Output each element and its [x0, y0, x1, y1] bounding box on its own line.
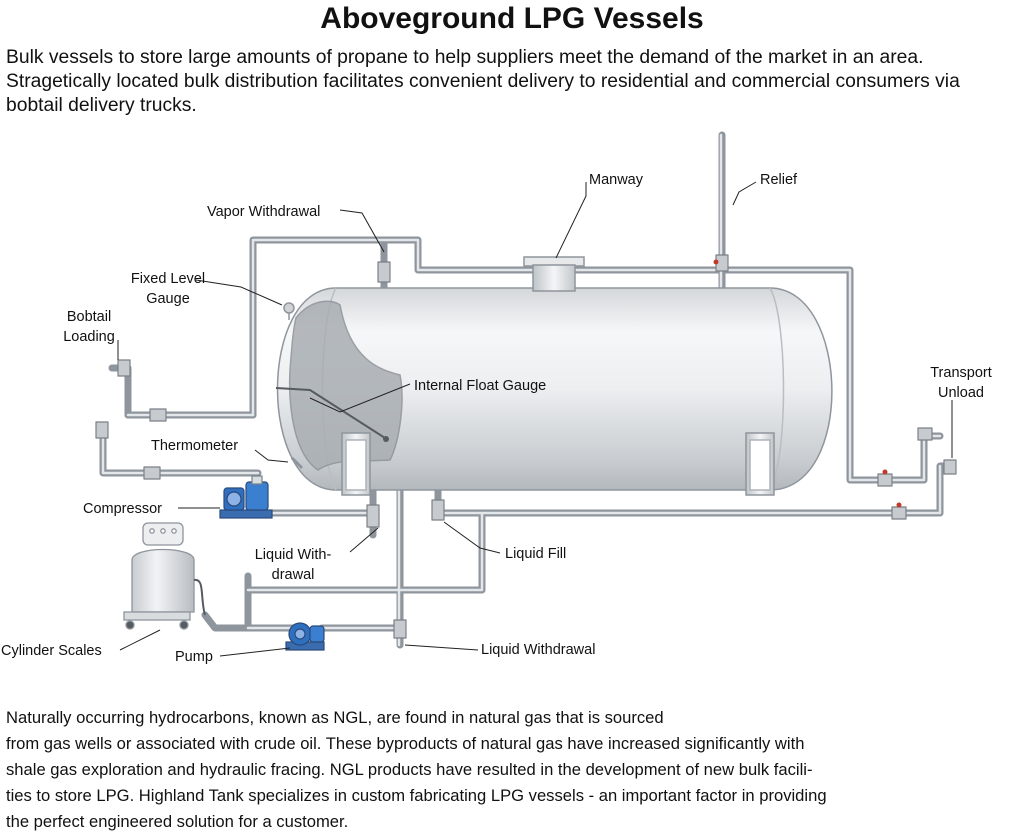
closing-line-1: Naturally occurring hydrocarbons, known … — [6, 708, 664, 727]
lpg-vessel-diagram — [95, 131, 957, 657]
label-transport-unload: Transport Unload — [918, 363, 1004, 403]
label-liquid-fill: Liquid Fill — [505, 546, 567, 562]
label-liquid-withdrawal-line1: Liquid With- — [254, 547, 332, 563]
compressor — [219, 475, 273, 519]
label-transport-unload-line2: Unload — [938, 385, 984, 401]
closing-line-5: the perfect engineered solution for a cu… — [6, 812, 349, 831]
piping — [95, 131, 957, 649]
label-transport-unload-line1: Transport — [930, 365, 992, 381]
label-manway: Manway — [589, 172, 643, 188]
page-title: Aboveground LPG Vessels — [320, 2, 704, 35]
label-bobtail-loading: Bobtail Loading — [49, 307, 129, 347]
closing-line-4: ties to store LPG. Highland Tank special… — [6, 786, 827, 805]
closing-paragraph: Naturally occurring hydrocarbons, known … — [6, 705, 1021, 835]
label-liquid-withdrawal-line2: drawal — [271, 567, 315, 583]
label-thermometer: Thermometer — [151, 438, 239, 454]
label-relief: Relief — [760, 172, 798, 188]
label-liquid-withdrawal: Liquid With- drawal — [238, 545, 348, 585]
label-fixed-level-gauge: Fixed Level Gauge — [118, 269, 218, 309]
label-compressor: Compressor — [83, 501, 162, 517]
label-internal-float-gauge: Internal Float Gauge — [414, 378, 547, 394]
label-vapor-withdrawal: Vapor Withdrawal — [207, 204, 321, 220]
intro-paragraph: Bulk vessels to store large amounts of p… — [6, 47, 960, 116]
pump — [285, 622, 325, 651]
leader-lines — [117, 181, 953, 657]
label-fixed-level-gauge-line1: Fixed Level — [130, 271, 206, 287]
label-bobtail-loading-line2: Loading — [63, 329, 115, 345]
propane-cylinder — [123, 522, 206, 630]
label-bobtail-loading-line1: Bobtail — [66, 309, 112, 325]
label-pump: Pump — [175, 649, 213, 665]
lpg-tank — [275, 256, 833, 496]
closing-line-3: shale gas exploration and hydraulic frac… — [6, 760, 813, 779]
label-cylinder-scales: Cylinder Scales — [1, 643, 102, 659]
label-fixed-level-gauge-line2: Gauge — [146, 291, 190, 307]
label-liquid-withdrawal-bottom: Liquid Withdrawal — [481, 642, 596, 658]
closing-line-2: from gas wells or associated with crude … — [6, 734, 805, 753]
